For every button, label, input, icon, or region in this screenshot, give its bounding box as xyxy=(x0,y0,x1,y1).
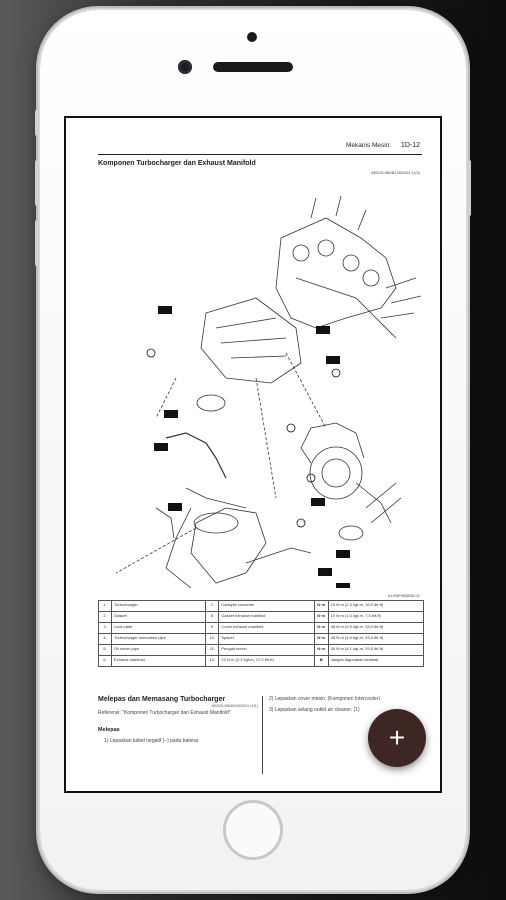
legend-num: 6. xyxy=(98,655,112,667)
legend-text: Jangan digunakan kembali xyxy=(327,655,425,667)
volume-up-button xyxy=(35,160,39,206)
front-camera-icon xyxy=(178,60,192,74)
header-rule xyxy=(98,154,422,155)
turbocharger-exploded-diagram xyxy=(115,195,422,588)
table-row: 5. Oil return pipe 11. Pengait mesin N·m… xyxy=(98,644,425,656)
volume-down-button xyxy=(35,220,39,266)
page-number: 1D-12 xyxy=(400,142,420,149)
step-2: 2) Lepaskan cover mesin. (Komponen Inter… xyxy=(269,696,381,702)
removal-title: Melepas dan Memasang Turbocharger xyxy=(98,696,226,703)
legend-text: 23 N·m (2,3 kgf-m, 16,5 lbf-ft) xyxy=(327,600,425,612)
plus-icon: + xyxy=(388,722,406,753)
legend-text: Gasket exhaust manifold xyxy=(218,611,315,623)
figure-id: ILLR8P4B0B3I-01 xyxy=(387,593,420,598)
manual-page-screen[interactable]: Mekanis Mesin: 1D-12 Komponen Turbocharg… xyxy=(64,116,442,793)
legend-num: 11. xyxy=(205,644,220,656)
table-row: 3. Lock plate 9. Cover exhaust manifold … xyxy=(98,622,425,634)
legend-text: 23 N·m (2,3 kgf-m, 17,0 lbf-ft) xyxy=(218,655,315,667)
legend-num: 2. xyxy=(98,611,112,623)
table-row: 2. Gasket 8. Gasket exhaust manifold N·m… xyxy=(98,611,425,623)
legend-text: Pengait mesin xyxy=(218,644,315,656)
home-button[interactable] xyxy=(223,800,283,860)
torque-icon: N·m xyxy=(313,644,329,656)
legend-text: 45 N·m (4,6 kgf-m, 33,5 lbf-ft) xyxy=(327,633,425,645)
legend-num: 4. xyxy=(98,633,112,645)
legend-text: Turbocharger lubrication pipe xyxy=(110,633,207,645)
removal-reference: Referensi: "Komponen Turbocharger dan Ex… xyxy=(98,710,231,716)
removal-steps-right: 2) Lepaskan cover mesin. (Komponen Inter… xyxy=(269,696,419,718)
section-title: Komponen Turbocharger dan Exhaust Manifo… xyxy=(98,160,256,167)
page-header: Mekanis Mesin: 1D-12 xyxy=(346,142,420,149)
mute-switch xyxy=(35,110,39,136)
legend-num: 1. xyxy=(98,600,112,612)
legend-text: Gasket xyxy=(110,611,207,623)
torque-icon: N·m xyxy=(313,622,329,634)
table-row: 1. Turbocharger 7. Catalytic converter N… xyxy=(98,600,425,612)
legend-text: Catalytic converter xyxy=(218,600,315,612)
sensor-dot xyxy=(247,32,257,42)
removal-subtitle: Melepas xyxy=(98,727,120,733)
power-button xyxy=(467,160,471,216)
legend-num: 12. xyxy=(205,655,220,667)
legend-text: Spacer xyxy=(218,633,315,645)
legend-num: 8. xyxy=(205,611,220,623)
legend-table: 1. Turbocharger 7. Catalytic converter N… xyxy=(98,600,425,667)
legend-num: 7. xyxy=(205,600,220,612)
torque-icon: N·m xyxy=(313,633,329,645)
legend-num: 9. xyxy=(205,622,220,634)
legend-text: Turbocharger xyxy=(110,600,207,612)
add-fab-button[interactable]: + xyxy=(368,709,426,767)
doc-code: AEDGL0B0B10002D1 (1/2) xyxy=(371,170,420,175)
chapter-label: Mekanis Mesin: xyxy=(345,142,392,149)
do-not-reuse-icon: ⊗ xyxy=(313,655,329,667)
legend-text: Exhaust manifold xyxy=(110,655,207,667)
legend-num: 5. xyxy=(98,644,112,656)
column-divider xyxy=(262,696,263,774)
legend-text: Lock plate xyxy=(110,622,207,634)
phone-frame: Mekanis Mesin: 1D-12 Komponen Turbocharg… xyxy=(35,10,471,890)
removal-code: AEDGL0B0B10002D1 (1/1) xyxy=(211,704,258,708)
legend-num: 10. xyxy=(205,633,220,645)
legend-text: Cover exhaust manifold xyxy=(218,622,315,634)
legend-text: Oil return pipe xyxy=(110,644,207,656)
torque-icon: N·m xyxy=(313,611,329,623)
legend-text: 40 N·m (4,1 kgf-m, 29,5 lbf-ft) xyxy=(327,644,425,656)
table-row: 6. Exhaust manifold 12. 23 N·m (2,3 kgf-… xyxy=(98,655,425,667)
legend-num: 3. xyxy=(98,622,112,634)
legend-text: 10 N·m (1,0 kgf-m, 7,5 lbf-ft) xyxy=(327,611,425,623)
step-3: 3) Lepaskan selang outlet air cleaner. (… xyxy=(269,707,360,713)
legend-text: 38 N·m (3,9 kgf-m, 28,0 lbf-ft) xyxy=(327,622,425,634)
removal-section: Melepas dan Memasang Turbocharger AEDGL0… xyxy=(98,696,258,744)
table-row: 4. Turbocharger lubrication pipe 10. Spa… xyxy=(98,633,425,645)
earpiece-speaker xyxy=(213,62,293,72)
torque-icon: N·m xyxy=(313,600,329,612)
step-1: 1) Lepaskan kabel negatif (–) pada bater… xyxy=(104,738,200,744)
